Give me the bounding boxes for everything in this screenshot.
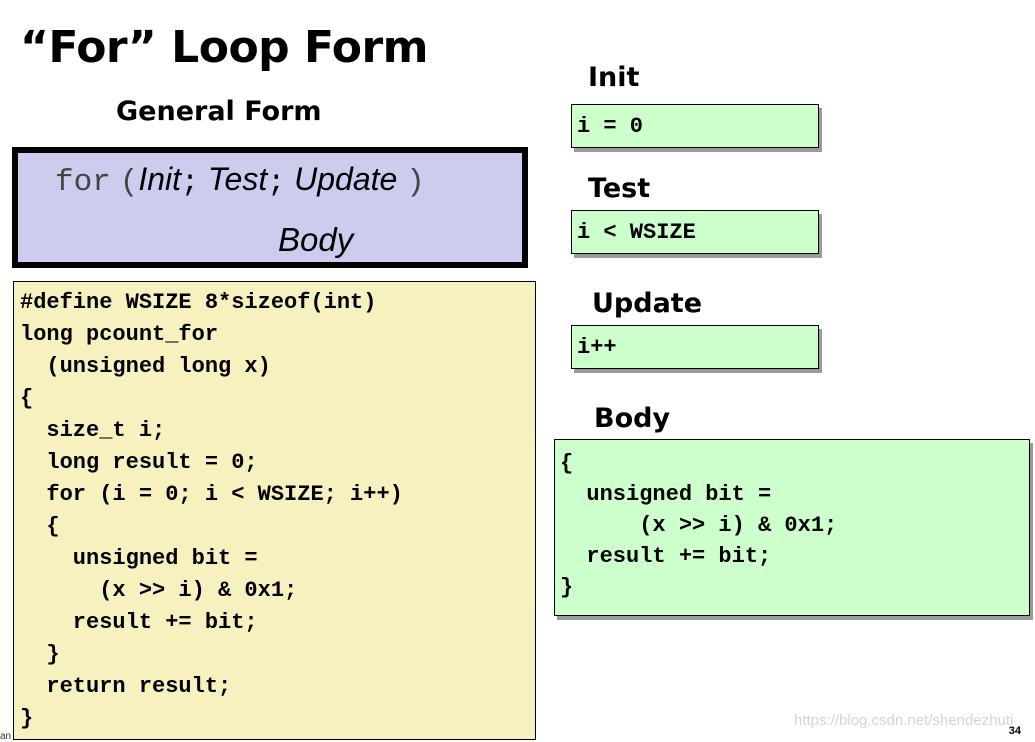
init-label: Init bbox=[588, 62, 640, 93]
test-label: Test bbox=[588, 173, 651, 204]
close-paren: ) bbox=[406, 165, 425, 200]
semicolon-1: ; bbox=[181, 166, 200, 200]
body-label: Body bbox=[594, 403, 671, 434]
body-placeholder: Body bbox=[278, 221, 354, 258]
body-code-line: } bbox=[560, 575, 574, 600]
code-line: (x >> i) & 0x1; bbox=[20, 578, 298, 603]
code-listing: #define WSIZE 8*sizeof(int) long pcount_… bbox=[13, 281, 536, 740]
code-line: unsigned bit = bbox=[20, 546, 258, 571]
update-box: i++ bbox=[571, 325, 819, 369]
init-placeholder: Init bbox=[138, 161, 181, 197]
code-line: } bbox=[20, 706, 34, 731]
footer-fragment: an bbox=[0, 731, 12, 742]
code-line: long pcount_for bbox=[20, 322, 219, 347]
body-code-line: { bbox=[560, 451, 574, 476]
test-code: i < WSIZE bbox=[577, 220, 696, 245]
body-code-line: result += bit; bbox=[560, 544, 772, 569]
general-form-inner: for (Init; Test; Update ) Body bbox=[17, 152, 523, 263]
general-form-heading: General Form bbox=[116, 96, 322, 127]
code-line: (unsigned long x) bbox=[20, 354, 271, 379]
code-line: return result; bbox=[20, 674, 232, 699]
code-line: for (i = 0; i < WSIZE; i++) bbox=[20, 482, 403, 507]
code-line: long result = 0; bbox=[20, 450, 258, 475]
code-line: result += bit; bbox=[20, 610, 258, 635]
page-number: 34 bbox=[1008, 725, 1021, 737]
update-code: i++ bbox=[577, 335, 617, 360]
slide-title: “For” Loop Form bbox=[20, 22, 429, 73]
code-line: { bbox=[20, 514, 60, 539]
general-form-box: for (Init; Test; Update ) Body bbox=[12, 147, 528, 268]
code-line: size_t i; bbox=[20, 418, 166, 443]
code-line: } bbox=[20, 642, 60, 667]
update-placeholder: Update bbox=[294, 161, 398, 197]
code-line: #define WSIZE 8*sizeof(int) bbox=[20, 290, 377, 315]
open-paren: ( bbox=[119, 165, 139, 200]
body-code-line: unsigned bit = bbox=[560, 482, 772, 507]
general-form-header-line: for (Init; Test; Update ) bbox=[55, 161, 425, 200]
code-line: { bbox=[20, 386, 34, 411]
update-label: Update bbox=[592, 288, 703, 319]
body-code-line: (x >> i) & 0x1; bbox=[560, 513, 838, 538]
test-box: i < WSIZE bbox=[571, 210, 819, 254]
semicolon-2: ; bbox=[267, 166, 286, 200]
watermark-text: https://blog.csdn.net/shendezhuti bbox=[794, 712, 1014, 729]
for-keyword: for bbox=[55, 165, 111, 200]
init-box: i = 0 bbox=[571, 104, 819, 148]
init-code: i = 0 bbox=[577, 114, 644, 139]
test-placeholder: Test bbox=[207, 161, 268, 197]
body-box: { unsigned bit = (x >> i) & 0x1; result … bbox=[554, 439, 1030, 616]
